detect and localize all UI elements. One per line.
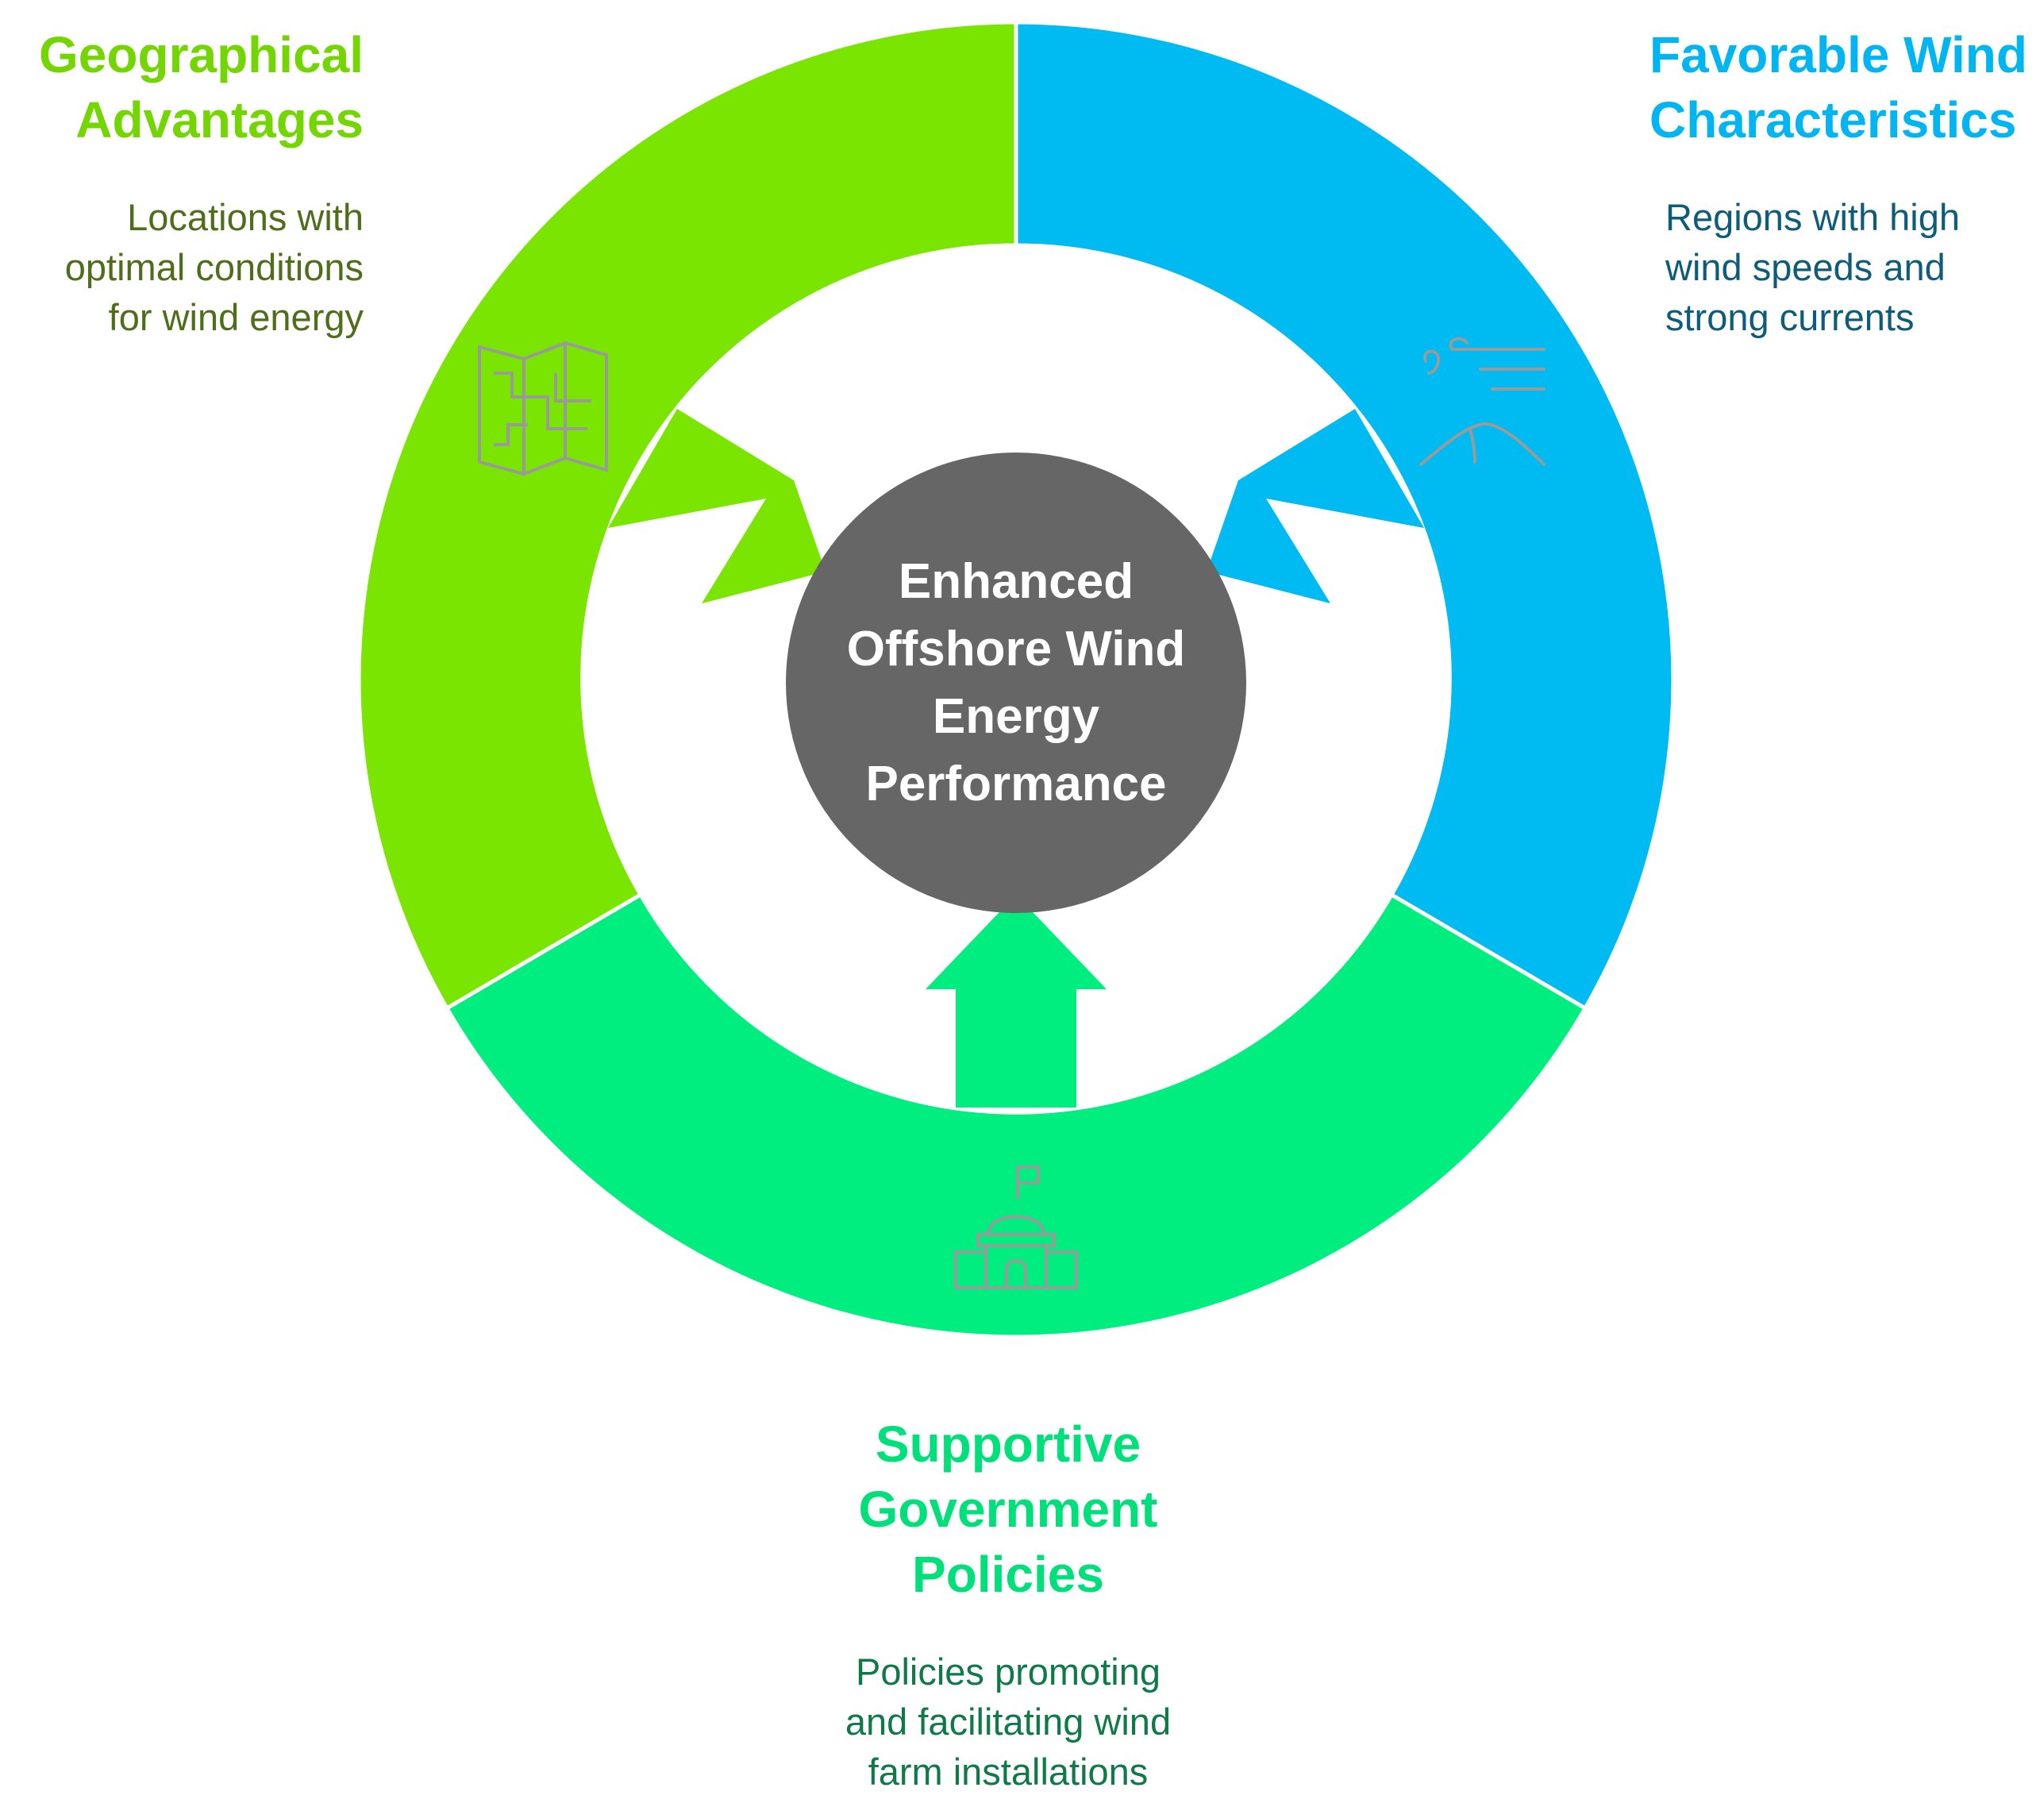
arrow-geographical-clean	[608, 409, 826, 603]
arrow-government	[926, 895, 1107, 1108]
arrow-wind	[1207, 409, 1424, 603]
ring-segment-geographical	[356, 20, 1018, 1011]
center-label: Enhanced Offshore Wind Energy Performanc…	[846, 554, 1186, 811]
ring-segment-government	[444, 892, 1588, 1339]
government-building-icon	[954, 1165, 1078, 1289]
government-policies-title: Supportive Government Policies	[858, 1416, 1158, 1603]
favorable-wind-description: Regions with high wind speeds and strong…	[1665, 196, 1960, 338]
wind-icon	[1419, 337, 1546, 466]
geographical-advantages-title: Geographical Advantages	[39, 26, 364, 148]
ring-segment-wind	[1014, 20, 1676, 1011]
government-policies-description: Policies promoting and facilitating wind…	[845, 1651, 1172, 1793]
geographical-advantages-description: Locations with optimal conditions for wi…	[64, 196, 364, 338]
map-icon	[478, 341, 608, 476]
center-circle	[786, 453, 1246, 913]
favorable-wind-title: Favorable Wind Characteristics	[1649, 26, 2027, 148]
